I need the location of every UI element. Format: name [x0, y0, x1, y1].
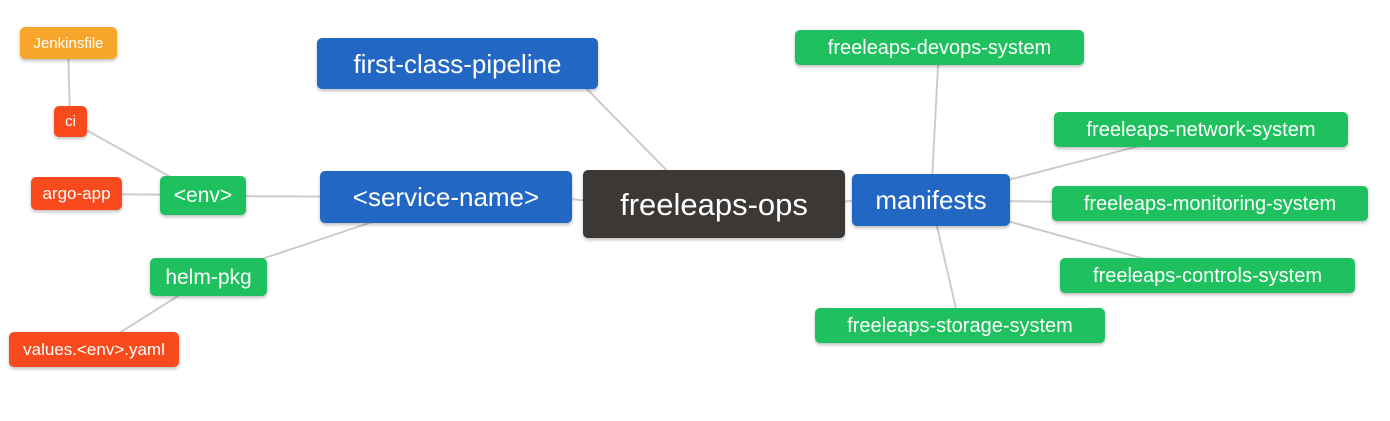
node-freeleaps-storage-system[interactable]: freeleaps-storage-system [815, 308, 1105, 343]
node-argo-app[interactable]: argo-app [31, 177, 122, 210]
node-values-env-yaml[interactable]: values.<env>.yaml [9, 332, 179, 367]
node-helm-pkg[interactable]: helm-pkg [150, 258, 267, 296]
node-first-class-pipeline[interactable]: first-class-pipeline [317, 38, 598, 89]
edge-first-class-pipeline-freeleaps-ops [579, 81, 681, 185]
node-jenkinsfile[interactable]: Jenkinsfile [20, 27, 117, 59]
node-freeleaps-monitoring-system[interactable]: freeleaps-monitoring-system [1052, 186, 1368, 221]
node-service-name[interactable]: <service-name> [320, 171, 572, 223]
node-freeleaps-ops-root[interactable]: freeleaps-ops [583, 170, 845, 238]
node-ci[interactable]: ci [54, 106, 87, 137]
node-freeleaps-controls-system[interactable]: freeleaps-controls-system [1060, 258, 1355, 293]
node-freeleaps-network-system[interactable]: freeleaps-network-system [1054, 112, 1348, 147]
node-freeleaps-devops-system[interactable]: freeleaps-devops-system [795, 30, 1084, 65]
node-manifests[interactable]: manifests [852, 174, 1010, 226]
node-env[interactable]: <env> [160, 176, 246, 215]
